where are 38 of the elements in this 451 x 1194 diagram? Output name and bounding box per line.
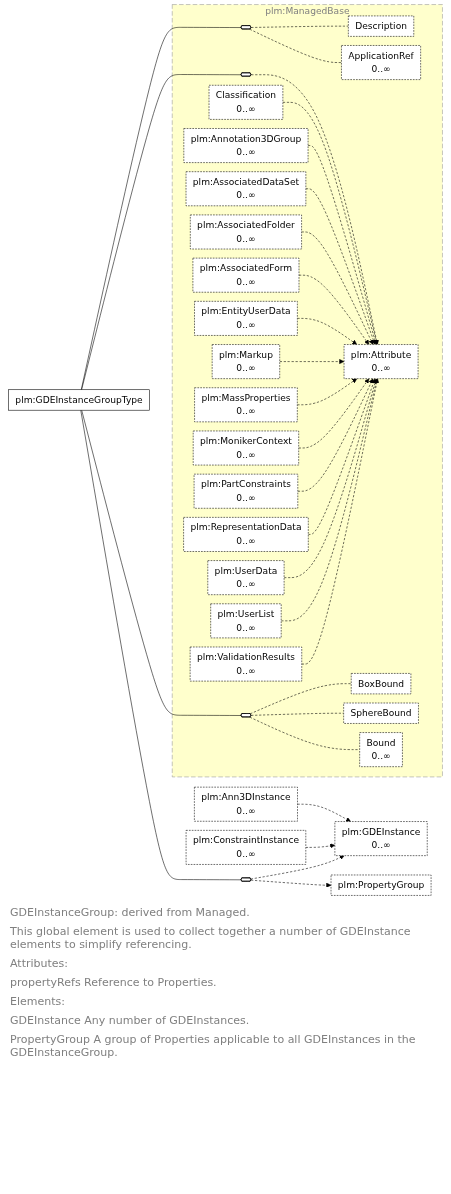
- node-box: plm:EntityUserData 0..∞: [194, 301, 298, 336]
- node-box: plm:Attribute 0..∞: [343, 344, 419, 379]
- annotation-text: PropertyGroup A group of Properties applicable to all GDEInstances in the GDEInstanceGroup.: [10, 1033, 417, 1059]
- connector: [250, 25, 349, 28]
- node-box: plm:ConstraintInstance 0..∞: [185, 830, 307, 865]
- node-box: plm:AssociatedForm 0..∞: [192, 257, 300, 293]
- annotation-text: GDEInstance Any number of GDEInstances.: [10, 1014, 251, 1027]
- node-box: plm:AssociatedDataSet 0..∞: [185, 171, 307, 207]
- node-box: plm:ValidationResults 0..∞: [189, 646, 303, 682]
- node-box: BoxBound: [350, 673, 412, 695]
- node-box: plm:RepresentationData 0..∞: [183, 517, 309, 552]
- connector: [80, 409, 242, 881]
- node-box: plm:UserList 0..∞: [210, 603, 282, 639]
- node-box: Description: [348, 15, 415, 37]
- node-box: ApplicationRef 0..∞: [341, 45, 421, 80]
- annotation-text: propertyRefs Reference to Properties.: [10, 976, 218, 989]
- connector: [81, 409, 242, 716]
- node-box: Bound 0..∞: [359, 732, 403, 767]
- node-box: plm:MassProperties 0..∞: [194, 387, 298, 423]
- node-box: plm:UserData 0..∞: [207, 560, 285, 595]
- node-box: plm:PropertyGroup: [330, 874, 432, 896]
- connector: [249, 683, 352, 715]
- node-box: plm:GDEInstanceGroupType: [8, 389, 150, 411]
- node-box: plm:PartConstraints 0..∞: [193, 473, 299, 509]
- node-box: plm:Annotation3DGroup 0..∞: [183, 128, 309, 163]
- node-box: plm:MonikerContext 0..∞: [192, 430, 299, 466]
- node-box: plm:AssociatedFolder 0..∞: [190, 214, 302, 250]
- connector: [250, 712, 344, 716]
- connector: [249, 716, 360, 750]
- annotation-text: This global element is used to collect together a number of GDEInstance elements to simplify referencing.: [10, 925, 412, 951]
- annotation-text: Attributes:: [10, 957, 69, 970]
- node-box: plm:Ann3DInstance 0..∞: [194, 786, 298, 822]
- node-box: Classification 0..∞: [208, 85, 284, 120]
- annotation-text: Elements:: [10, 995, 66, 1008]
- annotation-text: GDEInstanceGroup: derived from Managed.: [10, 906, 251, 919]
- node-box: SphereBound: [343, 702, 419, 724]
- node-box: plm:GDEInstance 0..∞: [334, 821, 428, 856]
- node-box: plm:Markup 0..∞: [211, 344, 280, 379]
